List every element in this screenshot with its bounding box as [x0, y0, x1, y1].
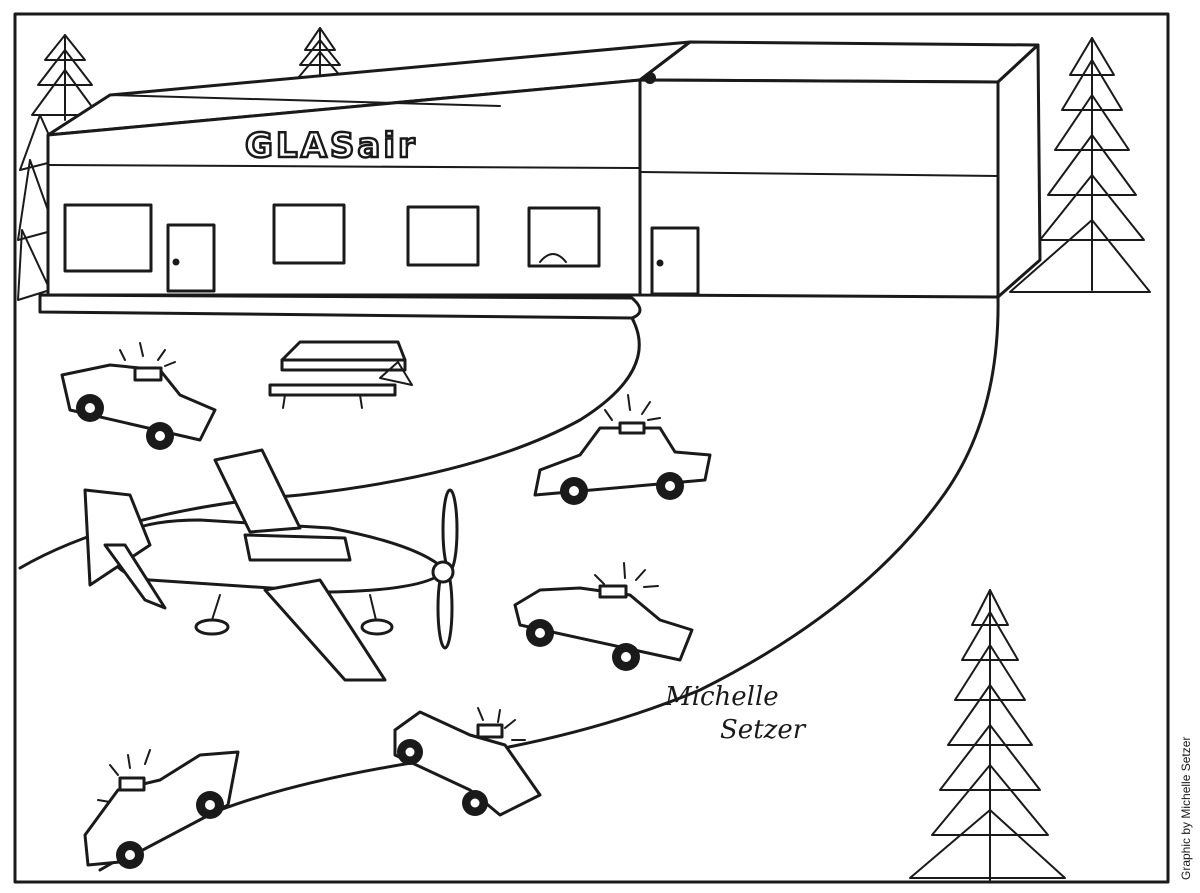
police-car-1: [60, 342, 217, 450]
door: [166, 223, 216, 293]
tree-top-center: [297, 27, 343, 81]
hangar-building: GLASair: [38, 40, 1042, 320]
border-frame: [13, 12, 1170, 884]
airplane: [83, 448, 459, 682]
artist-signature-line1: Michelle: [664, 682, 779, 712]
police-car-2: [533, 394, 712, 505]
tree-bottom-right: [909, 589, 1066, 881]
police-car-3: [513, 562, 694, 671]
window: [527, 206, 601, 268]
police-car-4: [393, 707, 542, 817]
tree-right: [1009, 37, 1151, 293]
tree-top-left: [17, 34, 99, 301]
window: [406, 205, 480, 267]
police-car-5: [83, 749, 240, 869]
image-credit: Graphic by Michelle Setzer: [1179, 737, 1193, 880]
picnic-table: [268, 340, 413, 409]
window: [63, 203, 153, 273]
artist-signature-line2: Setzer: [720, 715, 807, 745]
building-sign: GLASair: [245, 126, 418, 166]
window: [272, 203, 346, 265]
